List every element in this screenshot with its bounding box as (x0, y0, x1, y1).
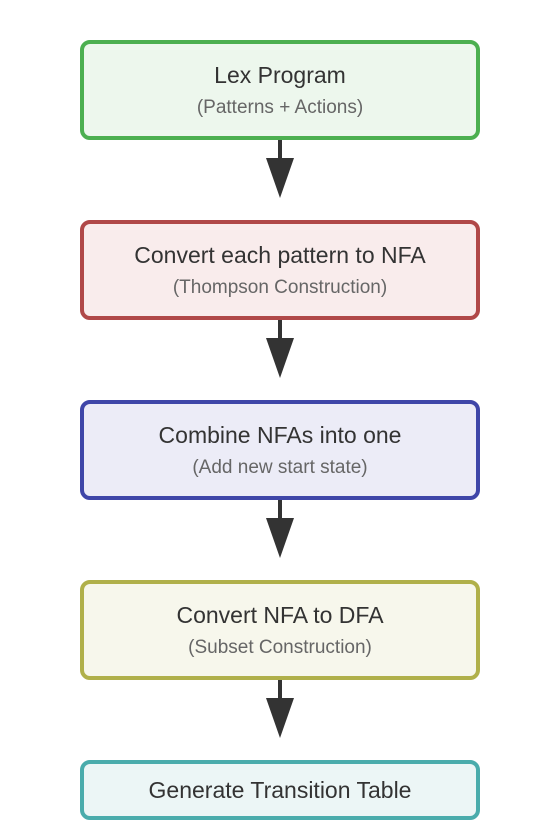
down-arrow-icon (266, 140, 294, 198)
flow-step-nfa-to-dfa: Convert NFA to DFA (Subset Construction) (80, 580, 480, 680)
flow-step-subtitle: (Subset Construction) (188, 636, 372, 658)
flow-step-title: Combine NFAs into one (158, 421, 402, 448)
flow-step-title: Convert each pattern to NFA (134, 241, 426, 268)
flow-step-lex-program: Lex Program (Patterns + Actions) (80, 40, 480, 140)
down-arrow-icon (266, 320, 294, 378)
flow-step-subtitle: (Patterns + Actions) (196, 96, 364, 118)
flow-step-transition-table: Generate Transition Table (80, 760, 480, 820)
flow-step-convert-to-nfa: Convert each pattern to NFA (Thompson Co… (80, 220, 480, 320)
flow-step-title: Generate Transition Table (148, 777, 412, 803)
down-arrow-icon (266, 680, 294, 738)
flow-step-title: Lex Program (214, 61, 346, 88)
flow-step-combine-nfas: Combine NFAs into one (Add new start sta… (80, 400, 480, 500)
flow-step-subtitle: (Add new start state) (192, 456, 368, 478)
flow-step-title: Convert NFA to DFA (176, 601, 384, 628)
flow-step-subtitle: (Thompson Construction) (172, 276, 388, 298)
down-arrow-icon (266, 500, 294, 558)
